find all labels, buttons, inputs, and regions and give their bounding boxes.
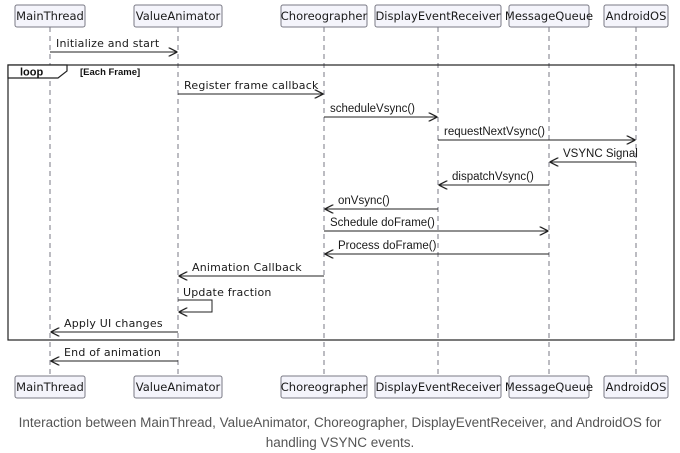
participant-main-thread-bottom: MainThread <box>14 375 86 399</box>
message-label: Update fraction <box>183 286 272 299</box>
participant-box <box>14 375 86 399</box>
message-label: Schedule doFrame() <box>330 217 435 229</box>
message-label: End of animation <box>64 346 161 359</box>
participant-label: DisplayEventReceiver <box>375 9 500 23</box>
participant-display-event-receiver-bottom: DisplayEventReceiver <box>374 375 502 399</box>
participant-box <box>133 4 223 28</box>
participant-label: MainThread <box>16 9 84 23</box>
loop-fragment: loop [Each Frame] <box>7 64 675 341</box>
participant-label: DisplayEventReceiver <box>375 380 500 394</box>
participant-display-event-receiver-top: DisplayEventReceiver <box>374 4 502 28</box>
loop-tab <box>7 64 68 79</box>
participant-label: Choreographer <box>281 9 368 23</box>
participant-box <box>280 375 368 399</box>
participant-label: AndroidOS <box>606 380 667 394</box>
loop-frame <box>7 64 675 341</box>
participant-message-queue-top: MessageQueue <box>505 4 593 28</box>
message-2: Register frame callback <box>178 79 323 94</box>
self-message-arrow <box>178 299 213 312</box>
message-label: Animation Callback <box>192 261 302 274</box>
participant-box <box>14 4 86 28</box>
participant-label: Choreographer <box>281 380 368 394</box>
message-label: dispatchVsync() <box>452 171 534 183</box>
message-9: Process doFrame() <box>325 240 549 254</box>
message-12: Apply UI changes <box>51 317 178 332</box>
participant-label: ValueAnimator <box>136 9 221 23</box>
loop-condition: [Each Frame] <box>80 67 140 78</box>
participant-message-queue-bottom: MessageQueue <box>505 375 593 399</box>
message-13: End of animation <box>51 346 178 361</box>
diagram-caption: Interaction between MainThread, ValueAni… <box>18 415 662 450</box>
message-1: Initialize and start <box>50 37 177 52</box>
message-label: scheduleVsync() <box>330 103 415 115</box>
message-3: scheduleVsync() <box>324 103 437 117</box>
message-8: Schedule doFrame() <box>324 217 548 231</box>
participant-value-animator-top: ValueAnimator <box>133 4 223 28</box>
message-6: dispatchVsync() <box>439 171 549 185</box>
participant-android-os-bottom: AndroidOS <box>603 375 669 399</box>
message-11: Update fraction <box>178 286 272 312</box>
participant-label: MainThread <box>16 380 84 394</box>
participant-main-thread-top: MainThread <box>14 4 86 28</box>
participant-box <box>133 375 223 399</box>
message-label: VSYNC Signal <box>563 148 638 160</box>
loop-keyword: loop <box>20 67 43 79</box>
participant-box <box>280 4 368 28</box>
participant-android-os-top: AndroidOS <box>603 4 669 28</box>
message-label: onVsync() <box>338 195 390 207</box>
participant-box <box>508 4 590 28</box>
participant-label: MessageQueue <box>505 380 593 394</box>
message-4: requestNextVsync() <box>438 126 635 140</box>
message-10: Animation Callback <box>179 261 324 276</box>
participant-label: MessageQueue <box>505 9 593 23</box>
participant-box <box>374 4 502 28</box>
participant-box <box>603 4 669 28</box>
message-5: VSYNC Signal <box>550 148 638 162</box>
participant-box <box>603 375 669 399</box>
message-label: requestNextVsync() <box>444 126 545 138</box>
message-label: Register frame callback <box>184 79 319 92</box>
message-label: Apply UI changes <box>64 317 163 330</box>
participant-box <box>508 375 590 399</box>
participant-label: AndroidOS <box>606 9 667 23</box>
sequence-diagram: loop [Each Frame] Initialize and startRe… <box>7 4 675 399</box>
participant-choreographer-top: Choreographer <box>280 4 368 28</box>
participant-label: ValueAnimator <box>136 380 221 394</box>
participant-value-animator-bottom: ValueAnimator <box>133 375 223 399</box>
participant-choreographer-bottom: Choreographer <box>280 375 368 399</box>
message-label: Process doFrame() <box>338 240 437 252</box>
message-7: onVsync() <box>325 195 438 209</box>
participant-box <box>374 375 502 399</box>
message-label: Initialize and start <box>56 37 160 50</box>
